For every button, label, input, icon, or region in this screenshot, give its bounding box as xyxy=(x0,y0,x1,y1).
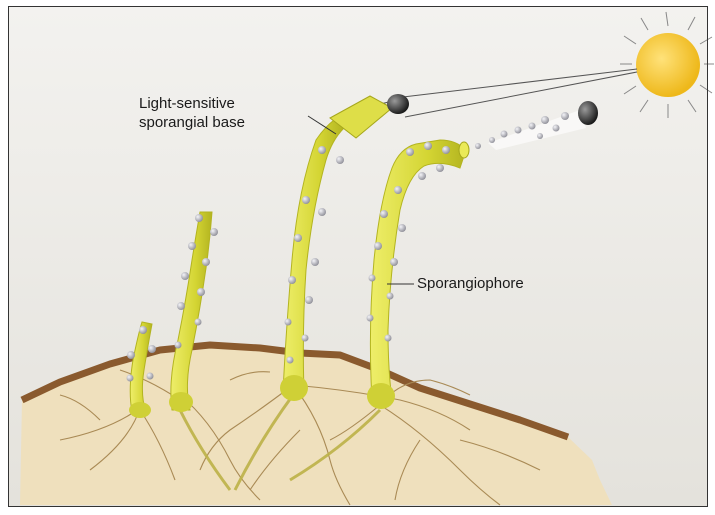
label-sporangiophore: Sporangiophore xyxy=(417,274,524,293)
label-line: Light-sensitive xyxy=(139,94,245,113)
label-sporangial-base: Light-sensitive sporangial base xyxy=(139,94,245,132)
label-line: sporangial base xyxy=(139,113,245,132)
figure-frame xyxy=(8,6,708,507)
